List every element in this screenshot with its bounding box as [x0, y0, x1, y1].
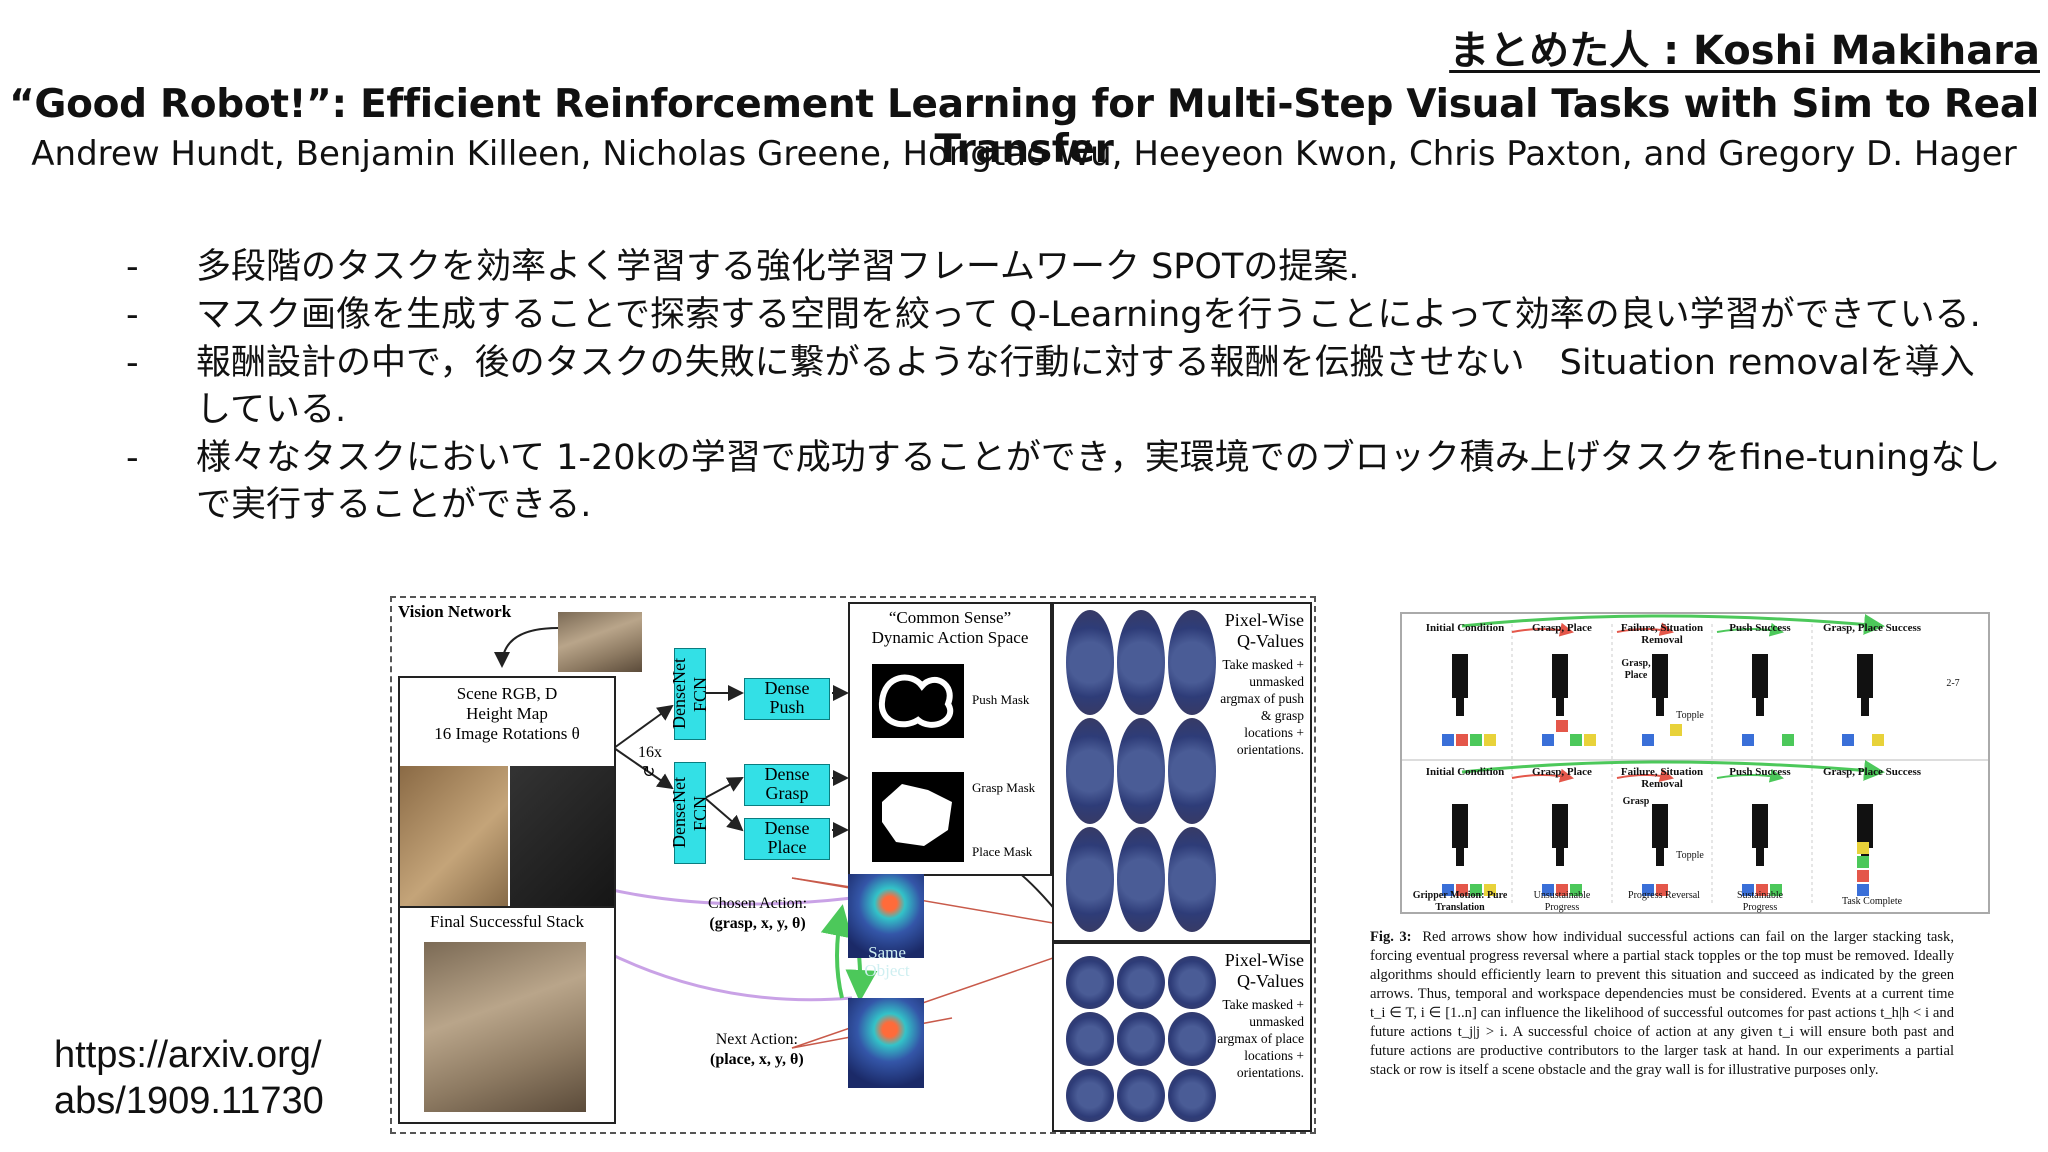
- rotations-label: 16x: [638, 744, 662, 761]
- motion-label-1: Gripper Motion: Pure Translation: [1412, 890, 1508, 913]
- stacking-figure-drawing: [1402, 614, 1988, 904]
- push-mask-image: [872, 664, 964, 738]
- top-stage-1: Initial Condition: [1425, 622, 1505, 634]
- top-annotation-count: 2-7: [1946, 678, 1960, 689]
- network-figure: Vision Network Scene RGB, D Height Map 1…: [390, 596, 1316, 1134]
- chosen-action-label: Chosen Action: (grasp, x, y, θ): [708, 895, 808, 932]
- bottom-stage-2: Grasp, Place: [1532, 766, 1592, 778]
- qvalues-bottom-title: Pixel-Wise Q-Values: [1224, 950, 1304, 991]
- top-stage-4: Push Success: [1729, 622, 1791, 634]
- push-mask-label: Push Mask: [972, 692, 1030, 707]
- qvalues-top-box: Pixel-Wise Q-Values Take masked + unmask…: [1052, 602, 1312, 942]
- bullet-item: -多段階のタスクを効率よく学習する強化学習フレームワーク SPOTの提案.: [126, 247, 1360, 287]
- qvalues-bottom-desc: Take masked + unmasked argmax of place l…: [1217, 997, 1304, 1080]
- dense-grasp-block: Dense Grasp: [744, 764, 830, 806]
- dense-place-block: Dense Place: [744, 818, 830, 860]
- bullet-item: -報酬設計の中で，後のタスクの失敗に繋がるような行動に対する報酬を伝搬させない …: [126, 343, 1975, 430]
- qvalues-bottom-grid: [1066, 956, 1216, 1122]
- arxiv-link[interactable]: https://arxiv.org/ abs/1909.11730: [54, 1032, 324, 1124]
- caption-label: Fig. 3:: [1370, 929, 1412, 945]
- summary-bullets: -多段階のタスクを効率よく学習する強化学習フレームワーク SPOTの提案. -マ…: [126, 244, 2006, 530]
- bullet-item: -マスク画像を生成することで探索する空間を絞って Q-Learningを行うこと…: [126, 295, 1981, 335]
- arxiv-link-line1: https://arxiv.org/: [54, 1034, 322, 1076]
- bottom-stage-3: Failure, Situation Removal: [1620, 766, 1704, 790]
- robot-photo: [558, 612, 642, 672]
- motion-label-4: Sustainable Progress: [1736, 890, 1784, 913]
- scene-input-box: Scene RGB, D Height Map 16 Image Rotatio…: [398, 676, 616, 948]
- same-object-label: Same Object: [864, 943, 910, 980]
- bullet-item: -様々なタスクにおいて 1-20kの学習で成功することができ，実環境でのブロック…: [126, 438, 2001, 525]
- top-stage-2: Grasp, Place: [1532, 622, 1592, 634]
- densenet-fcn-1: DenseNet FCN: [669, 648, 710, 740]
- vision-network-label: Vision Network: [398, 602, 512, 621]
- qvalues-top-desc: Take masked + unmasked argmax of push & …: [1220, 657, 1304, 757]
- top-stage-3: Failure, Situation Removal: [1620, 622, 1704, 646]
- arxiv-link-line2: abs/1909.11730: [54, 1080, 324, 1122]
- grasp-mask-label: Grasp Mask: [972, 780, 1036, 795]
- next-action-heatmap: [848, 998, 924, 1088]
- top-annotation-grasp-place: Grasp, Place: [1621, 658, 1651, 681]
- top-annotation-topple: Topple: [1676, 710, 1704, 721]
- motion-label-2: Unsustainable Progress: [1533, 890, 1591, 913]
- stacking-figure: Initial Condition Grasp, Place Failure, …: [1400, 612, 1990, 914]
- motion-label-3: Progress Reversal: [1628, 890, 1700, 901]
- bottom-stage-1: Initial Condition: [1425, 766, 1505, 778]
- place-mask-label: Place Mask: [972, 844, 1033, 859]
- dense-push-block: Dense Push: [744, 678, 830, 720]
- qvalues-top-grid: [1066, 610, 1216, 932]
- final-stack-box: Final Successful Stack: [398, 906, 616, 1124]
- summary-author: まとめた人 : Koshi Makihara: [1449, 28, 2040, 74]
- bottom-annotation-grasp: Grasp: [1622, 796, 1650, 807]
- bottom-annotation-topple: Topple: [1676, 850, 1704, 861]
- grasp-mask-image: [872, 772, 964, 862]
- bottom-stage-5: Grasp, Place Success: [1822, 766, 1922, 778]
- qvalues-top-title: Pixel-Wise Q-Values: [1224, 610, 1304, 651]
- paper-title: “Good Robot!”: Efficient Reinforcement L…: [9, 82, 2039, 172]
- final-stack-photo: [424, 942, 586, 1112]
- top-stage-5: Grasp, Place Success: [1822, 622, 1922, 634]
- qvalues-bottom-box: Pixel-Wise Q-Values Take masked + unmask…: [1052, 942, 1312, 1132]
- bottom-stage-4: Push Success: [1729, 766, 1791, 778]
- densenet-fcn-2: DenseNet FCN: [669, 762, 710, 864]
- paper-authors: Andrew Hundt, Benjamin Killeen, Nicholas…: [31, 134, 2017, 174]
- action-space-box: “Common Sense” Dynamic Action Space Push…: [848, 602, 1052, 876]
- motion-label-5: Task Complete: [1841, 896, 1903, 907]
- rotation-icon: ↻: [642, 764, 656, 781]
- next-action-label: Next Action: (place, x, y, θ): [710, 1031, 804, 1068]
- figure-caption: Fig. 3: Red arrows show how individual s…: [1370, 928, 1954, 1080]
- chosen-action-heatmap: [848, 874, 924, 958]
- caption-text: Red arrows show how individual successfu…: [1370, 929, 1954, 1078]
